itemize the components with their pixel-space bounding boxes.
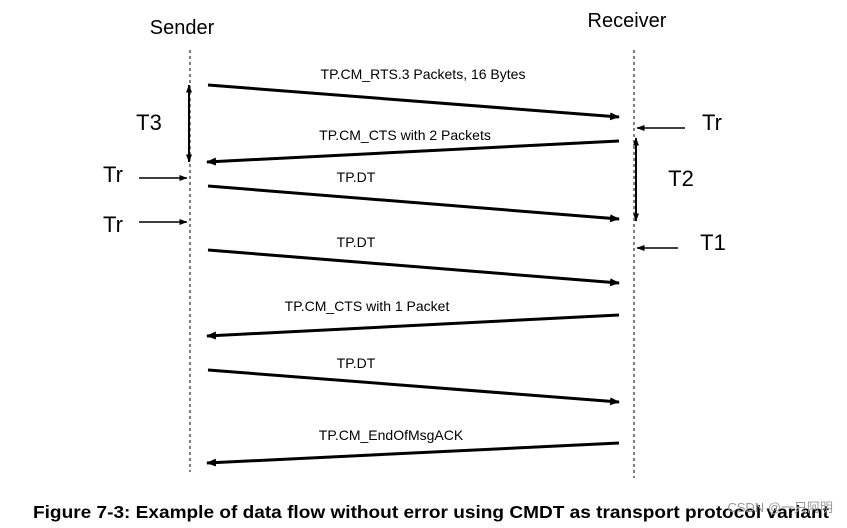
message-label-cts-1: TP.CM_CTS with 1 Packet bbox=[285, 298, 450, 314]
message-arrow-endofmsgack bbox=[206, 441, 620, 467]
message-arrow-cts-2 bbox=[206, 139, 620, 166]
t2-label: T2 bbox=[668, 166, 694, 191]
tr-sender-label-2: Tr bbox=[103, 212, 123, 237]
message-label-endofmsgack: TP.CM_EndOfMsgACK bbox=[319, 427, 464, 443]
figure-caption: Figure 7-3: Example of data flow without… bbox=[33, 502, 829, 522]
message-label-rts: TP.CM_RTS.3 Packets, 16 Bytes bbox=[321, 66, 526, 82]
t1-label: T1 bbox=[700, 230, 726, 255]
tr-receiver-label: Tr bbox=[702, 110, 722, 135]
t3-label: T3 bbox=[136, 110, 162, 135]
message-arrow-cts-1 bbox=[206, 313, 620, 340]
message-arrow-rts bbox=[207, 83, 620, 121]
message-arrow-dt-1 bbox=[207, 184, 620, 223]
message-label-cts-2: TP.CM_CTS with 2 Packets bbox=[319, 127, 491, 143]
message-label-dt-1: TP.DT bbox=[337, 169, 376, 185]
message-arrow-dt-3 bbox=[207, 368, 620, 406]
tr-sender-label-1: Tr bbox=[103, 162, 123, 187]
sender-label: Sender bbox=[150, 17, 215, 39]
watermark: CSDN @一只阿明 bbox=[727, 500, 833, 515]
message-label-dt-2: TP.DT bbox=[337, 234, 376, 250]
receiver-label: Receiver bbox=[588, 10, 667, 32]
message-arrow-dt-2 bbox=[207, 248, 620, 287]
message-label-dt-3: TP.DT bbox=[337, 355, 376, 371]
